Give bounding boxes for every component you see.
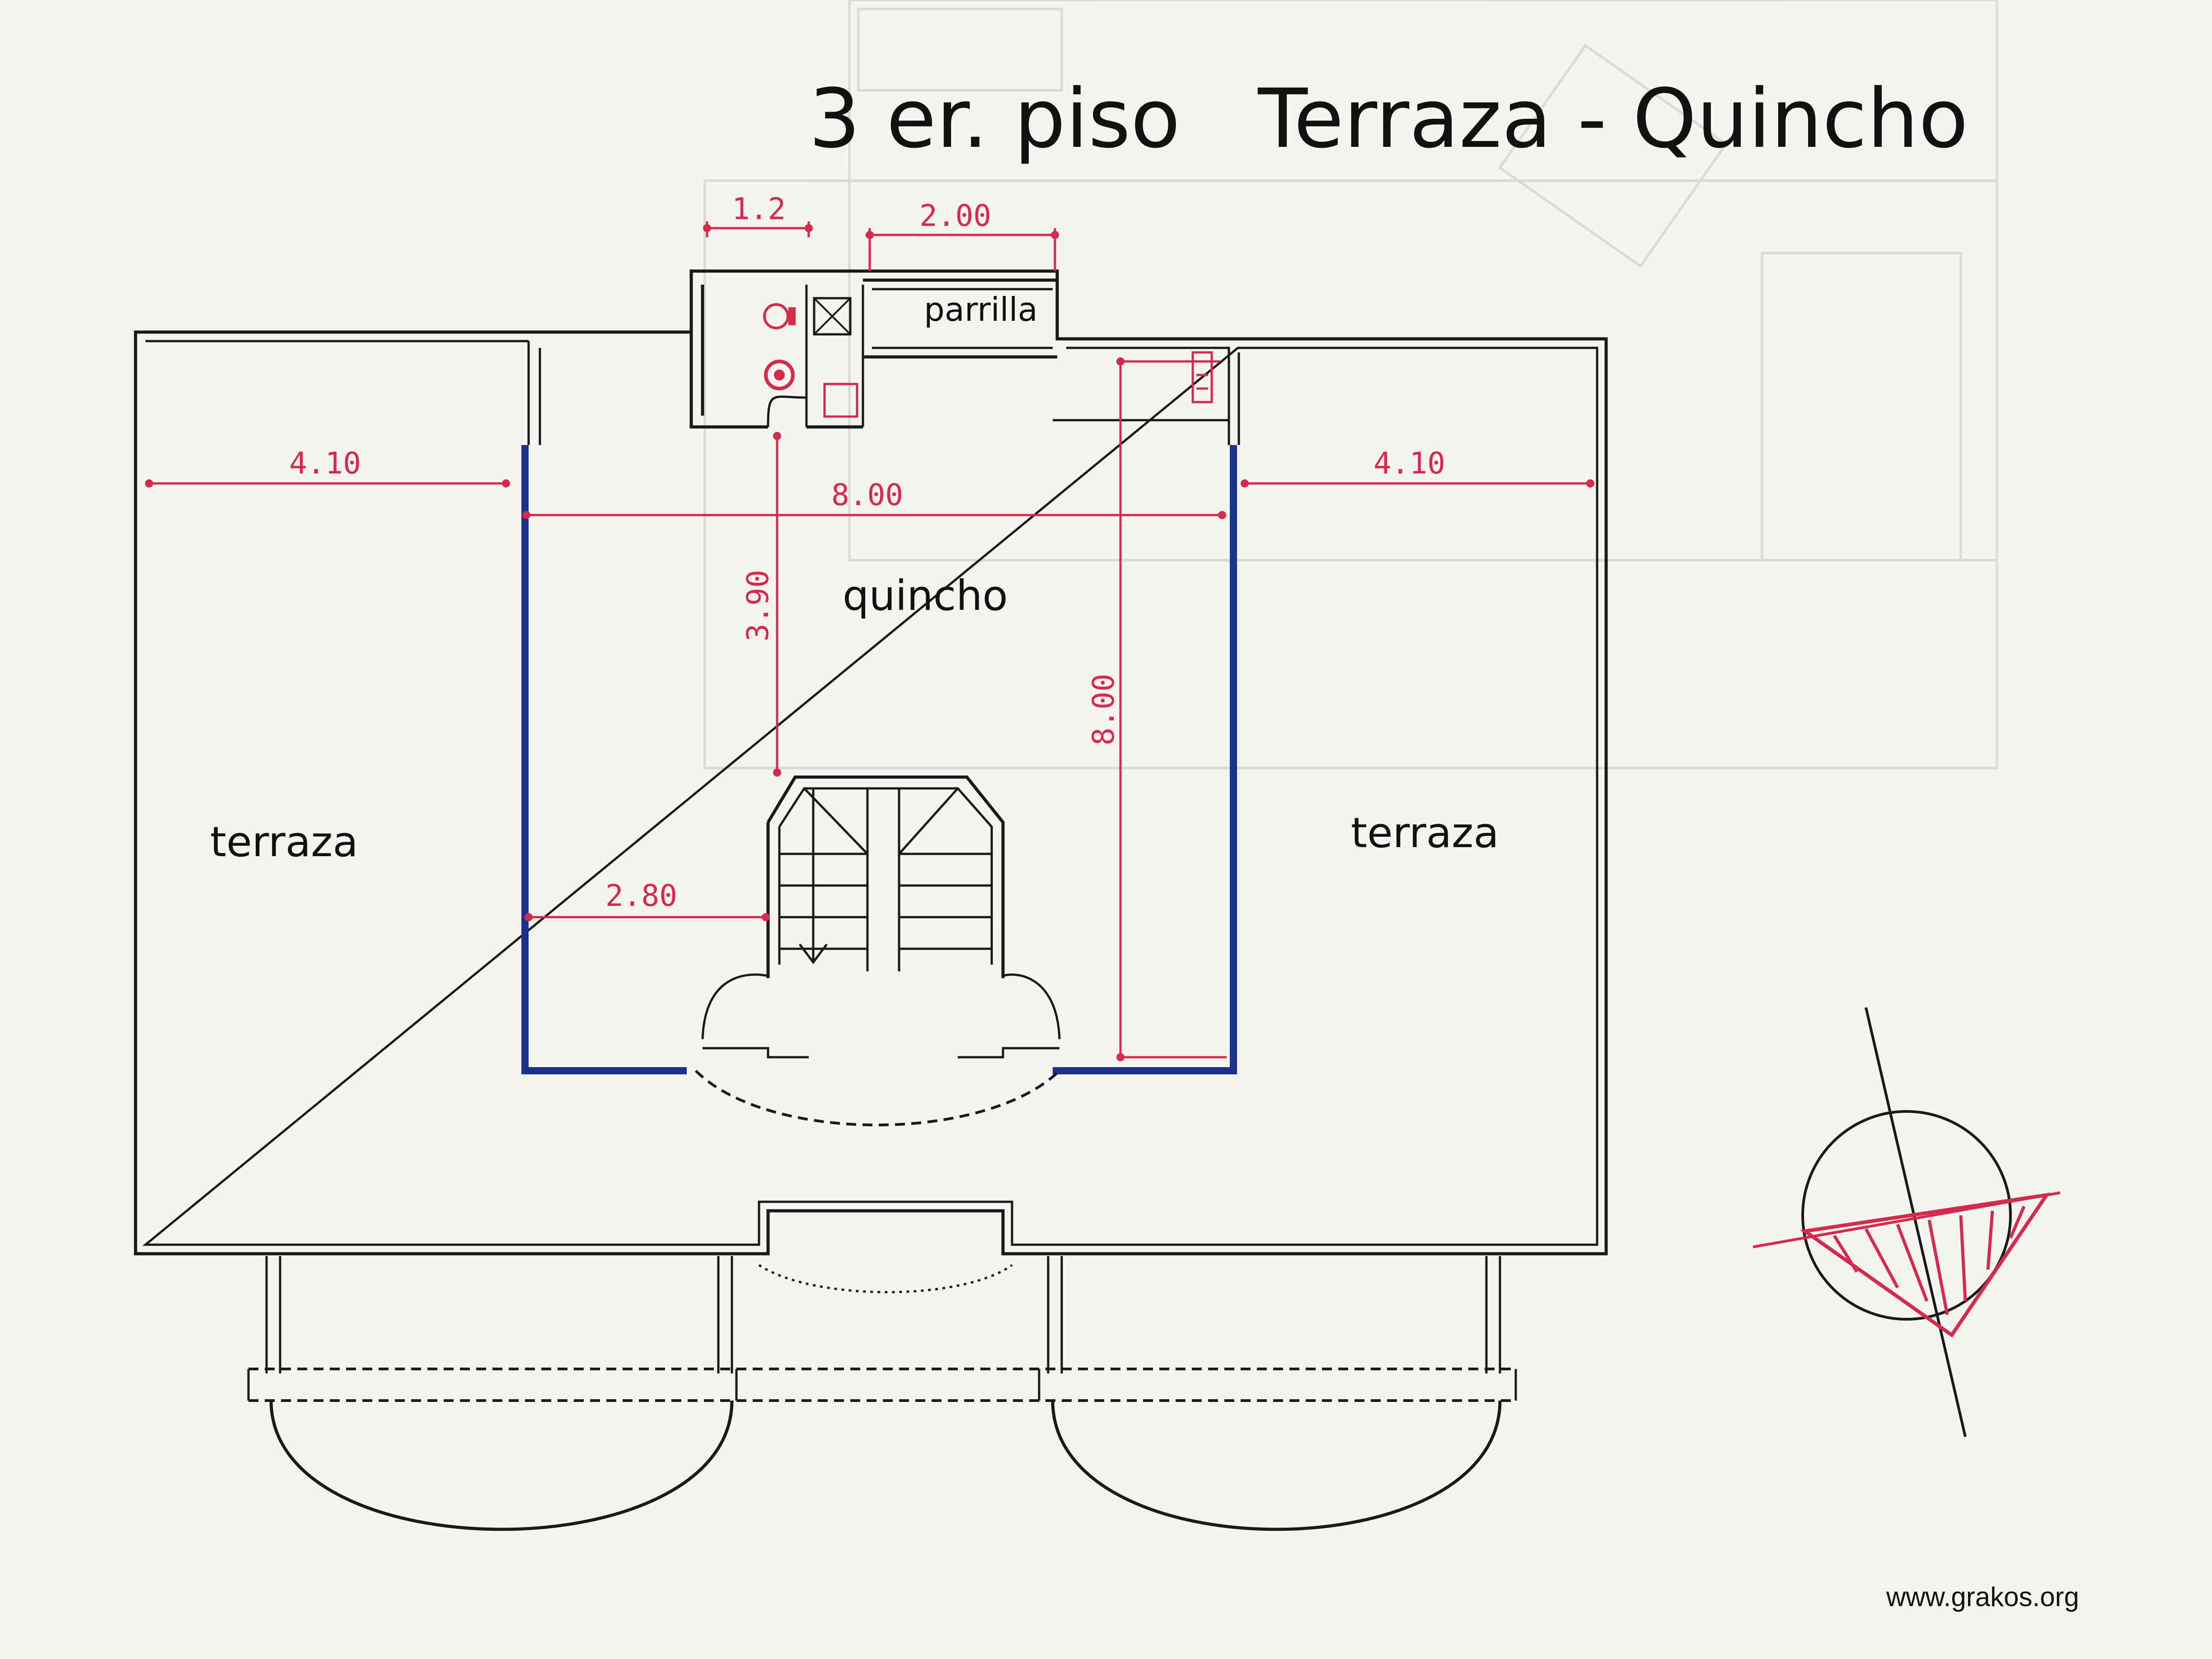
room-label-quincho: quincho xyxy=(843,572,1008,620)
dim-right-terrace-width: 4.10 xyxy=(1373,446,1445,481)
stove-icon xyxy=(1191,351,1213,403)
quincho-walls xyxy=(521,341,1240,1074)
balconies xyxy=(247,1256,1517,1531)
shower-icon xyxy=(813,297,852,336)
dim-quincho-depth: 3.90 xyxy=(740,570,775,642)
toilet-icon xyxy=(763,303,796,329)
parrilla: parrilla xyxy=(863,278,1213,403)
washbasin-icon xyxy=(823,383,858,418)
north-compass-icon xyxy=(1753,1007,2061,1437)
room-label-parrilla: parrilla xyxy=(924,291,1038,328)
dim-stair-offset: 2.80 xyxy=(605,878,677,913)
dim-parrilla-width: 2.00 xyxy=(919,198,991,233)
room-label-terraza-right: terraza xyxy=(1351,809,1499,857)
room-label-terraza-left: terraza xyxy=(210,818,358,866)
dim-left-terrace-width: 4.10 xyxy=(289,446,361,481)
stair-icon xyxy=(694,775,1061,1126)
dim-quincho-length: 8.00 xyxy=(1086,674,1121,745)
dim-quincho-width: 8.00 xyxy=(831,478,903,512)
show-through-ghost xyxy=(703,0,1998,769)
sink-icon xyxy=(764,360,795,390)
outer-walls xyxy=(134,269,1608,1256)
bathroom xyxy=(689,271,864,429)
dimension-lines xyxy=(145,221,1594,1061)
dim-bath-width: 1.2 xyxy=(732,192,786,226)
site-credit: www.grakos.org xyxy=(1886,1582,2079,1612)
page-title: 3 er. piso Terraza - Quincho xyxy=(809,72,1968,166)
